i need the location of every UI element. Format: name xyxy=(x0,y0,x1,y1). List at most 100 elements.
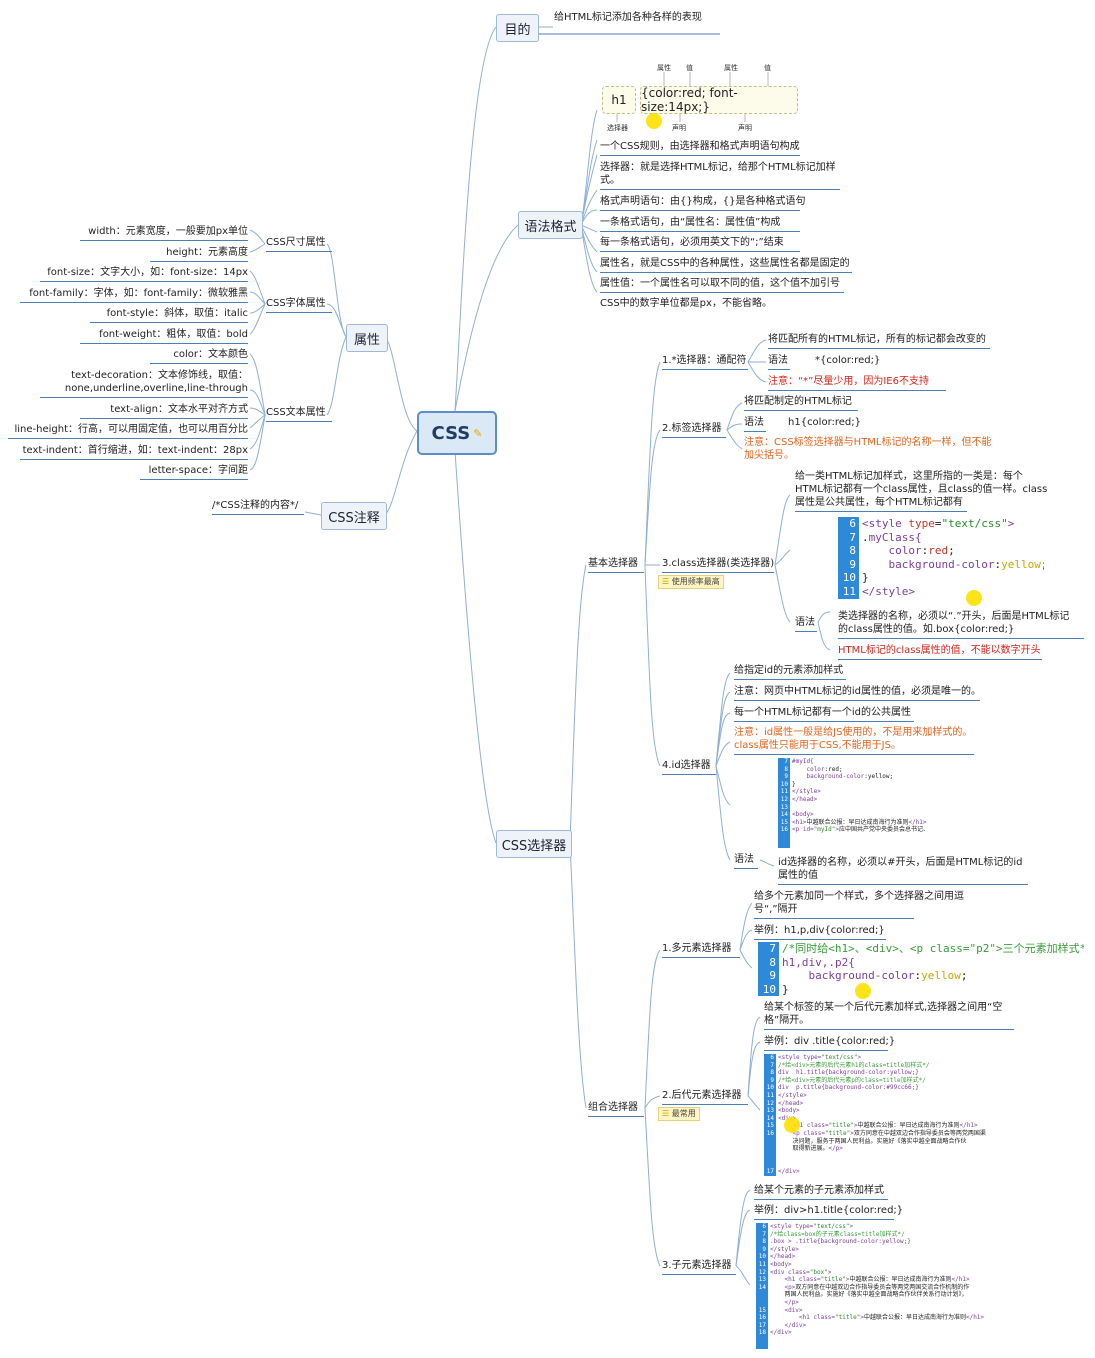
rule-label-decl-1: 声明 xyxy=(672,124,686,132)
node-basic[interactable]: 基本选择器 xyxy=(588,557,644,573)
node-mudi-label: 目的 xyxy=(504,22,531,38)
s1-syntax: *{color:red;} xyxy=(815,355,881,366)
node-zhushi-label: CSS注释 xyxy=(328,510,380,526)
node-yufa[interactable]: 语法格式 xyxy=(518,211,583,239)
s4-syntax-1: id选择器的名称，必须以#开头，后面是HTML标记的id xyxy=(778,857,1023,868)
s2-note-1: 注意：CSS标签选择器与HTML标记的名称一样，但不能 xyxy=(744,437,992,448)
yufa-item-3: 格式声明语句：由{}构成，{}是各种格式语句 xyxy=(600,195,805,211)
s3-desc-3: 属性是公共属性，每个HTML标记都有 xyxy=(795,496,967,512)
zhushi-content: /*CSS注释的内容*/ xyxy=(212,499,304,515)
rule-selector-box: h1 xyxy=(602,86,636,114)
m1-example: 举例：h1,p,div{color:red;} xyxy=(754,924,886,940)
yufa-item-1: 一个CSS规则，由选择器和格式声明语句构成 xyxy=(600,140,800,156)
s3-desc-2: HTML标记都有一个class属性，且class的值一样。class xyxy=(795,484,1048,495)
s4-note-3a: 注意：id属性一般是给JS使用的，不是用来加样式的。 xyxy=(734,727,973,738)
font-item-2: font-family：字体，如：font-family：微软雅黑 xyxy=(20,287,248,303)
text-item-deco-1: text-decoration：文本修饰线，取值： xyxy=(71,370,248,381)
font-item-4: font-weight：粗体，取值：bold xyxy=(80,328,248,344)
cursor-highlight xyxy=(646,113,662,129)
rule-label-attr-1: 属性 xyxy=(657,64,671,72)
m2-example: 举例：div .title{color:red;} xyxy=(764,1035,895,1051)
node-s2[interactable]: 2.标签选择器 xyxy=(662,422,726,438)
node-yufa-label: 语法格式 xyxy=(524,219,577,235)
s1-desc: 将匹配所有的HTML标记，所有的标记都会改变的 xyxy=(768,333,990,349)
node-shuxing-label: 属性 xyxy=(353,332,380,348)
node-font[interactable]: CSS字体属性 xyxy=(266,297,332,313)
yufa-item-6: 属性名，就是CSS中的各种属性，这些属性名都是固定的 xyxy=(600,257,852,273)
s3-tag-frequent: 使用频率最高 xyxy=(658,575,724,589)
m2-tag-common: 最常用 xyxy=(658,1107,700,1121)
yufa-item-7: 属性值：一个属性名可以取不同的值，这个值不加引号 xyxy=(600,277,844,293)
cursor-highlight-3 xyxy=(855,983,871,999)
s2-syntax: h1{color:red;} xyxy=(788,417,862,428)
text-item-letterspace: letter-space：字间距 xyxy=(140,464,248,480)
root-label: CSS xyxy=(431,422,471,444)
node-s4[interactable]: 4.id选择器 xyxy=(662,759,716,775)
s3-syntax-2: 的class属性的值。如.box{color:red;} xyxy=(838,623,1084,639)
m3-example: 举例：div>h1.title{color:red;} xyxy=(754,1204,903,1220)
rule-label-val-1: 值 xyxy=(686,64,693,72)
mudi-desc: 给HTML标记添加各种各样的表现 xyxy=(554,12,702,23)
m1-desc-1: 给多个元素加同一个样式，多个选择器之间用逗 xyxy=(754,891,964,902)
node-combo[interactable]: 组合选择器 xyxy=(588,1101,644,1117)
rule-declaration-box: {color:red; font-size:14px;} xyxy=(640,86,798,114)
s1-note: 注意：“*”尽量少用，因为IE6不支持 xyxy=(768,375,946,391)
text-item-indent: text-indent：首行缩进，如：text-indent：28px xyxy=(20,444,248,460)
node-m2[interactable]: 2.后代元素选择器 xyxy=(662,1089,748,1105)
s4-syntax-2: 属性的值 xyxy=(778,869,1028,885)
node-m1[interactable]: 1.多元素选择器 xyxy=(662,942,740,958)
yufa-item-2: 选择器：就是选择HTML标记，给那个HTML标记加样式。 xyxy=(600,161,840,190)
text-item-lineheight: line-height：行高，可以用固定值，也可以用百分比 xyxy=(8,423,248,439)
root-node-css[interactable]: CSS ✎ xyxy=(417,411,497,455)
pencil-icon: ✎ xyxy=(473,426,483,440)
s3-desc-1: 给一类HTML标记加样式，这里所指的一类是：每个 xyxy=(795,471,1023,482)
rule-label-decl-2: 声明 xyxy=(738,124,752,132)
s4-desc: 给指定id的元素添加样式 xyxy=(734,664,846,680)
s2-note-2: 加尖括号。 xyxy=(744,450,794,461)
s4-syntax-label: 语法 xyxy=(734,853,758,869)
size-item-2: height：元素高度 xyxy=(150,246,248,262)
cursor-highlight-2 xyxy=(966,590,982,606)
rule-declaration-text: {color:red; font-size:14px;} xyxy=(641,86,738,114)
node-s1[interactable]: 1.*选择器：通配符 xyxy=(662,354,748,370)
s1-syntax-label: 语法 xyxy=(768,354,790,370)
s3-syntax-label: 语法 xyxy=(795,616,817,632)
s2-desc: 将匹配制定的HTML标记 xyxy=(744,395,858,411)
s2-syntax-label: 语法 xyxy=(744,416,766,432)
m1-desc-2: 号“,”隔开 xyxy=(754,903,914,919)
font-item-3: font-style：斜体，取值：italic xyxy=(90,307,248,323)
s4-note-3b: class属性只能用于CSS,不能用于JS。 xyxy=(734,739,974,755)
node-mudi[interactable]: 目的 xyxy=(496,14,539,42)
node-shuxing[interactable]: 属性 xyxy=(346,324,388,352)
yufa-item-8: CSS中的数字单位都是px，不能省略。 xyxy=(600,298,772,309)
node-s3[interactable]: 3.class选择器(类选择器) xyxy=(662,557,774,573)
s4-note-1: 注意：网页中HTML标记的id属性的值，必须是唯一的。 xyxy=(734,685,981,701)
s3-syntax-1: 类选择器的名称，必须以“.”开头，后面是HTML标记 xyxy=(838,611,1070,622)
m2-desc-2: 格”隔开。 xyxy=(764,1014,1014,1030)
m2-desc-1: 给某个标签的某一个后代元素加样式,选择器之间用“空 xyxy=(764,1002,1003,1013)
rule-label-attr-2: 属性 xyxy=(724,64,738,72)
yufa-item-5: 每一条格式语句，必须用英文下的“;”结束 xyxy=(600,236,800,252)
node-m3[interactable]: 3.子元素选择器 xyxy=(662,1259,736,1275)
rule-label-selector: 选择器 xyxy=(607,124,628,132)
text-item-align: text-align：文本水平对齐方式 xyxy=(80,403,248,419)
m3-desc: 给某个元素的子元素添加样式 xyxy=(754,1184,888,1200)
node-zhushi[interactable]: CSS注释 xyxy=(321,502,387,530)
text-item-color: color：文本颜色 xyxy=(150,348,248,364)
node-size[interactable]: CSS尺寸属性 xyxy=(266,236,332,252)
node-xuanze-label: CSS选择器 xyxy=(501,838,567,854)
node-xuanze[interactable]: CSS选择器 xyxy=(496,830,572,858)
s4-note-2: 每一个HTML标记都有一个id的公共属性 xyxy=(734,706,914,722)
font-item-1: font-size：文字大小，如：font-size：14px xyxy=(40,266,248,282)
node-text[interactable]: CSS文本属性 xyxy=(266,406,332,422)
yufa-item-4: 一条格式语句，由“属性名：属性值”构成 xyxy=(600,216,800,232)
text-item-deco-2: none,underline,overline,line-through xyxy=(40,382,248,398)
rule-label-val-2: 值 xyxy=(764,64,771,72)
size-item-1: width：元素宽度，一般要加px单位 xyxy=(80,225,248,241)
